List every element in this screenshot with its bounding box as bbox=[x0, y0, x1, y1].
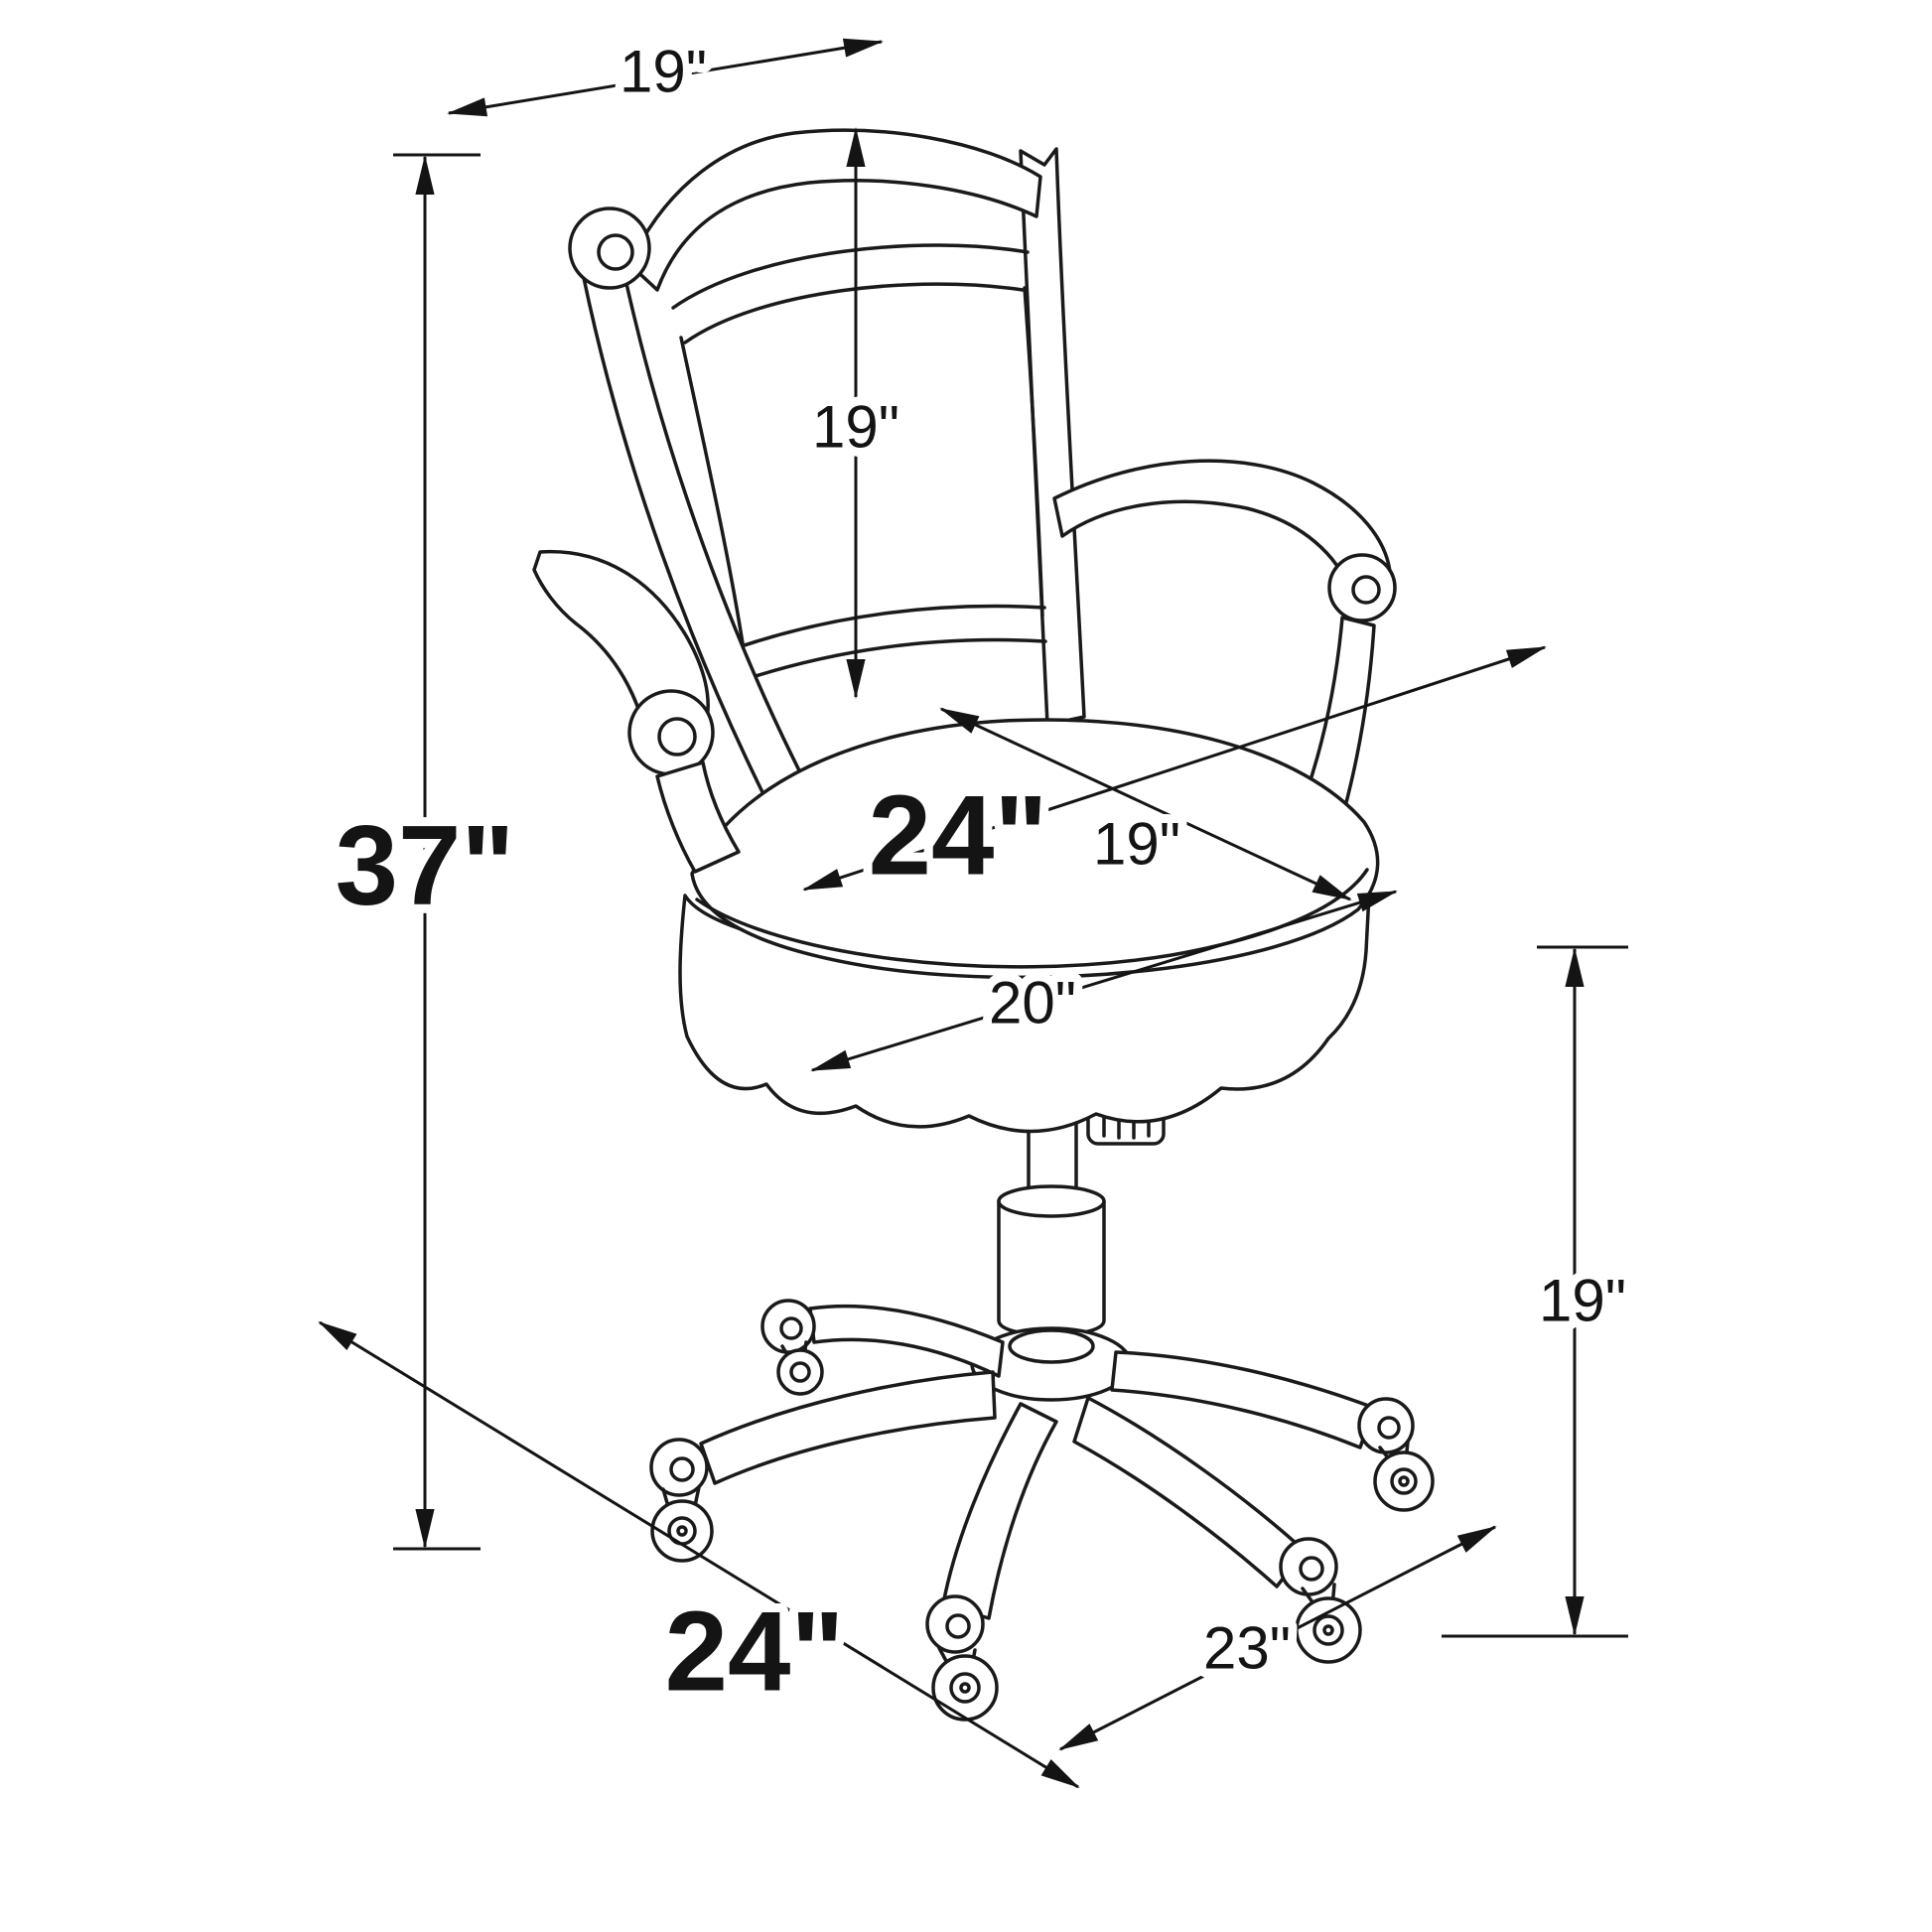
leg-left bbox=[699, 1370, 997, 1485]
dimension-lines bbox=[318, 38, 1628, 1789]
leg-left-scroll-inner bbox=[669, 1456, 695, 1482]
back-panel-right-seam bbox=[1023, 286, 1044, 618]
back-mid-rail-lower bbox=[721, 637, 1047, 689]
leg-right-scroll-inner bbox=[1377, 1416, 1401, 1440]
back-panel-top-seam bbox=[671, 243, 1030, 310]
leg-right-front bbox=[1072, 1396, 1307, 1588]
dim-line-top-width bbox=[447, 38, 884, 117]
dim-label-back-height: 19" bbox=[812, 394, 899, 461]
back-left-scroll-inner bbox=[597, 233, 634, 271]
dim-label-base-depth: 23" bbox=[1203, 1615, 1291, 1682]
leg-right bbox=[1110, 1350, 1376, 1449]
caster-axle bbox=[1398, 1475, 1410, 1487]
leg-front bbox=[941, 1402, 1058, 1620]
back-crest-rail bbox=[627, 128, 1042, 292]
dim-line-seat-width bbox=[939, 707, 1352, 901]
right-arm-scroll-inner bbox=[1351, 575, 1381, 605]
dim-line-base-width bbox=[318, 1320, 1080, 1789]
leg-back-left bbox=[808, 1304, 1005, 1378]
dim-label-seat-height: 19" bbox=[1539, 1268, 1626, 1334]
dim-label-seat-front-width: 20" bbox=[989, 970, 1076, 1036]
dimension-labels: 19" 19" 37" 24" 19" 20" 19" 24" 23" bbox=[327, 30, 1635, 1725]
dim-label-seat-width: 19" bbox=[1093, 811, 1180, 878]
dim-label-seat-depth: 24" bbox=[869, 773, 1048, 899]
leg-right-front-scroll-inner bbox=[1299, 1556, 1324, 1582]
left-arm-scroll-inner bbox=[657, 717, 697, 757]
caster-axle bbox=[676, 1525, 688, 1537]
chair-left-arm bbox=[532, 549, 741, 874]
back-mid-rail-upper bbox=[728, 604, 1046, 652]
leg-back-left-scroll-inner bbox=[779, 1316, 803, 1340]
chair-column bbox=[997, 1184, 1106, 1337]
gas-cylinder bbox=[997, 1199, 1106, 1337]
caster-wheel-inner bbox=[789, 1361, 811, 1383]
back-panel-second-seam bbox=[683, 282, 1025, 345]
left-arm-support bbox=[655, 760, 741, 874]
dim-label-top-width: 19" bbox=[620, 39, 707, 105]
gas-cylinder-top bbox=[997, 1184, 1106, 1218]
back-panel-left-seam bbox=[679, 336, 745, 645]
dim-label-base-width: 24" bbox=[665, 1589, 845, 1716]
caster-axle bbox=[959, 1682, 971, 1694]
dim-label-overall-height: 37" bbox=[336, 803, 515, 929]
caster-axle bbox=[1322, 1624, 1334, 1636]
leg-front-scroll-inner bbox=[945, 1613, 971, 1639]
back-right-stile bbox=[1019, 147, 1086, 727]
base-hub-cap bbox=[1008, 1328, 1095, 1364]
chair-line-art bbox=[532, 128, 1435, 1722]
dim-line-seat-front-width bbox=[810, 890, 1398, 1072]
dim-line-base-depth bbox=[1058, 1525, 1497, 1751]
